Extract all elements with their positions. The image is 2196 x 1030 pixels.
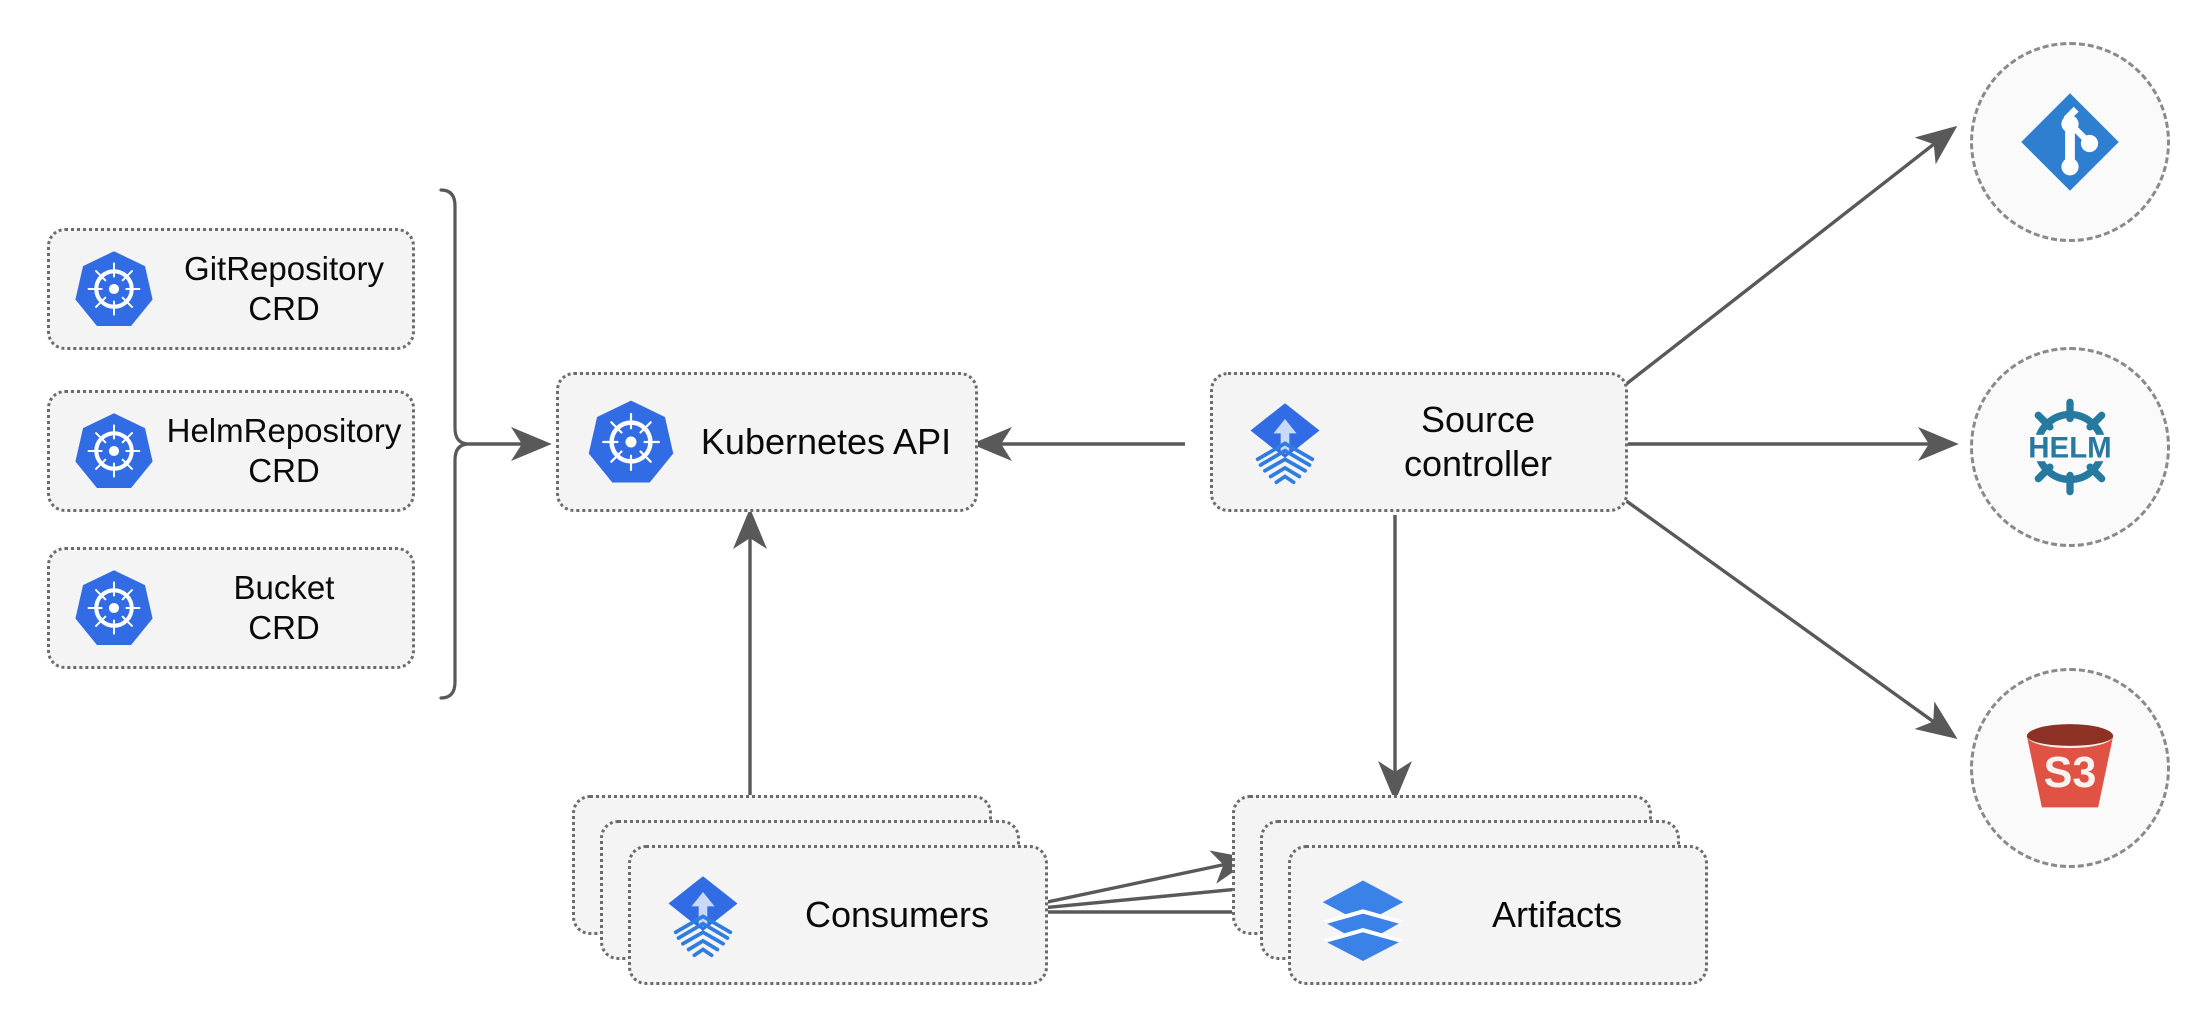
s3-icon: S3 (2010, 708, 2130, 828)
node-label: Kubernetes API (700, 421, 952, 463)
kubernetes-icon (72, 409, 156, 493)
node-label: HelmRepository CRD (166, 411, 402, 489)
endpoint-s3[interactable]: S3 (1970, 668, 2170, 868)
kubernetes-icon (72, 247, 156, 331)
git-icon (2010, 82, 2130, 202)
endpoint-git[interactable] (1970, 42, 2170, 242)
node-helmrepository-crd[interactable]: HelmRepository CRD (47, 390, 415, 512)
flux-icon (657, 869, 749, 961)
helm-label: HELM (2028, 432, 2111, 465)
node-label: GitRepository CRD (184, 249, 384, 327)
node-label: Artifacts (1491, 894, 1623, 936)
flux-icon (1239, 396, 1331, 488)
edge-source-to-s3 (1624, 498, 1958, 739)
node-gitrepository-crd[interactable]: GitRepository CRD (47, 228, 415, 350)
layers-icon (1317, 869, 1409, 961)
node-label: Bucket CRD (233, 568, 335, 646)
node-label: Source controller (1403, 399, 1553, 484)
helm-icon: HELM (2005, 382, 2135, 512)
kubernetes-icon (585, 396, 677, 488)
endpoint-helm[interactable]: HELM (1970, 347, 2170, 547)
node-consumers[interactable]: Consumers (628, 845, 1048, 985)
kubernetes-icon (72, 566, 156, 650)
node-bucket-crd[interactable]: Bucket CRD (47, 547, 415, 669)
s3-label: S3 (2044, 749, 2097, 797)
crd-group-brace (439, 188, 552, 700)
node-label: Consumers (804, 894, 990, 936)
edge-source-to-git (1623, 125, 1958, 387)
node-artifacts[interactable]: Artifacts (1288, 845, 1708, 985)
node-source-controller[interactable]: Source controller (1210, 372, 1628, 512)
node-kubernetes-api[interactable]: Kubernetes API (556, 372, 978, 512)
